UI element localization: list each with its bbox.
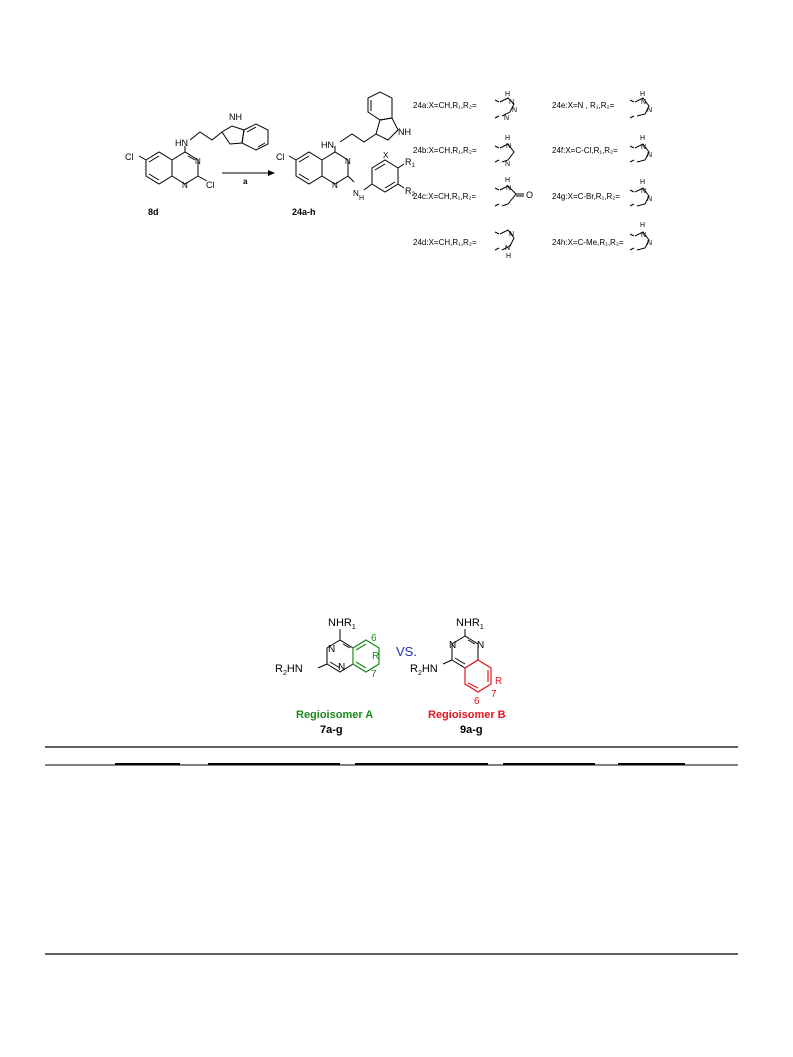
svg-text:N: N: [647, 107, 652, 114]
fragment-24b-imidazole: H N N: [494, 135, 515, 168]
svg-text:N: N: [505, 245, 510, 252]
svg-text:N: N: [647, 240, 652, 247]
svg-text:N: N: [641, 144, 646, 151]
regioisomer-a-name: Regioisomer A: [296, 709, 373, 721]
x-position-label: X: [383, 151, 389, 160]
svg-text:N: N: [647, 196, 652, 203]
svg-text:H: H: [506, 253, 511, 260]
reagent-label: a: [243, 177, 248, 186]
svg-text:N: N: [505, 161, 510, 168]
amine-label: HN: [321, 140, 334, 150]
variant-24e: 24e:X=N , R₁,R₂=: [552, 101, 615, 110]
nitrogen-atom-label: N: [182, 181, 188, 190]
fragment-24a-triazole: H N N N: [494, 91, 517, 122]
position-6-label: 6: [474, 696, 480, 707]
r2-label: R2: [405, 186, 416, 198]
fragment-24g-pyrazole: H N N: [629, 179, 652, 207]
regioisomer-b-name: Regioisomer B: [428, 709, 506, 721]
svg-text:N: N: [641, 232, 646, 239]
versus-label: VS.: [396, 644, 417, 659]
variant-24f: 24f:X=C-Cl,R₁,R₂=: [552, 146, 618, 155]
variant-list-right: 24e:X=N , R₁,R₂= 24f:X=C-Cl,R₁,R₂= 24g:X…: [552, 101, 624, 247]
fragment-24d-pyrazole: N N H: [494, 229, 515, 260]
variant-list-left: 24a:X=CH,R₁,R₂= 24b:X=CH,R₁,R₂= 24c:X=CH…: [413, 101, 477, 247]
chloro-atom-label: Cl: [125, 152, 134, 162]
r1-label: R1: [405, 157, 416, 169]
svg-text:N: N: [504, 115, 509, 122]
svg-text:N: N: [506, 185, 511, 192]
svg-text:N: N: [641, 99, 646, 106]
svg-text:H: H: [640, 135, 645, 142]
variant-24g: 24g:X=C-Br,R₁,R₂=: [552, 192, 620, 201]
synthesis-scheme: Cl Cl N N HN NH 8d a Cl N N HN: [125, 91, 652, 260]
variant-24h: 24h:X=C-Me,R₁,R₂=: [552, 238, 624, 247]
svg-text:N: N: [647, 152, 652, 159]
variant-24c: 24c:X=CH,R₁,R₂=: [413, 192, 476, 201]
svg-text:H: H: [505, 91, 510, 98]
fragment-24h-pyrazole: H N N: [629, 222, 652, 251]
svg-text:H: H: [640, 91, 645, 98]
nitrogen-atom-label: N: [345, 157, 351, 166]
variant-24b: 24b:X=CH,R₁,R₂=: [413, 146, 477, 155]
r2hn-label: R2HN: [410, 663, 438, 677]
svg-text:H: H: [640, 179, 645, 186]
variant-24d: 24d:X=CH,R₁,R₂=: [413, 238, 477, 247]
r-substituent-label: R: [372, 651, 379, 662]
nitrogen-atom-label: N: [477, 640, 484, 651]
fragment-24c-lactam: H N O: [494, 177, 533, 207]
compound-label-24a-h: 24a-h: [292, 207, 316, 217]
amine-label: HN: [175, 138, 188, 148]
variant-24a: 24a:X=CH,R₁,R₂=: [413, 101, 477, 110]
chloro-atom-label: Cl: [276, 152, 285, 162]
nhr1-label: NHR1: [456, 617, 484, 631]
svg-text:N: N: [506, 143, 511, 150]
compound-8d-structure: Cl Cl N N HN NH 8d: [125, 112, 269, 217]
nitrogen-atom-label: N: [195, 157, 201, 166]
svg-text:H: H: [505, 177, 510, 184]
nitrogen-atom-label: N: [328, 644, 335, 655]
svg-text:N: N: [641, 188, 646, 195]
nitrogen-atom-label: N: [449, 640, 456, 651]
nitrogen-atom-label: N: [338, 662, 345, 673]
svg-text:H: H: [640, 222, 645, 229]
regioisomer-b-structure: NHR1 N N R2HN R 7 6 Regioisomer B 9a-g: [410, 617, 506, 736]
reaction-arrow: a: [222, 170, 275, 186]
svg-text:O: O: [526, 190, 533, 200]
indole-nh-label: NH: [398, 127, 411, 137]
position-7-label: 7: [491, 689, 497, 700]
position-7-label: 7: [371, 669, 377, 680]
r-substituent-label: R: [495, 676, 502, 687]
fragment-24f-pyrazole: H N N: [629, 135, 652, 163]
position-6-label: 6: [371, 633, 377, 644]
svg-text:N: N: [509, 99, 514, 106]
nitrogen-atom-label: N: [332, 181, 338, 190]
svg-text:H: H: [505, 135, 510, 142]
compound-24-structure: Cl N N HN NH N H X R1 R2 24a-h: [276, 91, 416, 217]
regioisomer-a-code: 7a-g: [320, 724, 343, 736]
regioisomer-b-code: 9a-g: [460, 724, 483, 736]
amine-h-label: H: [359, 195, 364, 202]
r2hn-label: R2HN: [275, 663, 303, 677]
svg-text:N: N: [509, 231, 514, 238]
amine-n-label: N: [353, 189, 359, 198]
chloro-atom-label: Cl: [206, 180, 215, 190]
fragment-24e-pyrazole: H N N: [629, 91, 652, 119]
svg-text:N: N: [512, 107, 517, 114]
compound-label-8d: 8d: [148, 207, 159, 217]
regioisomer-a-structure: NHR1 N N R2HN 6 R 7 Regioisomer A 7a-g: [275, 617, 380, 736]
nhr1-label: NHR1: [328, 617, 356, 631]
indole-nh-label: NH: [229, 112, 242, 122]
